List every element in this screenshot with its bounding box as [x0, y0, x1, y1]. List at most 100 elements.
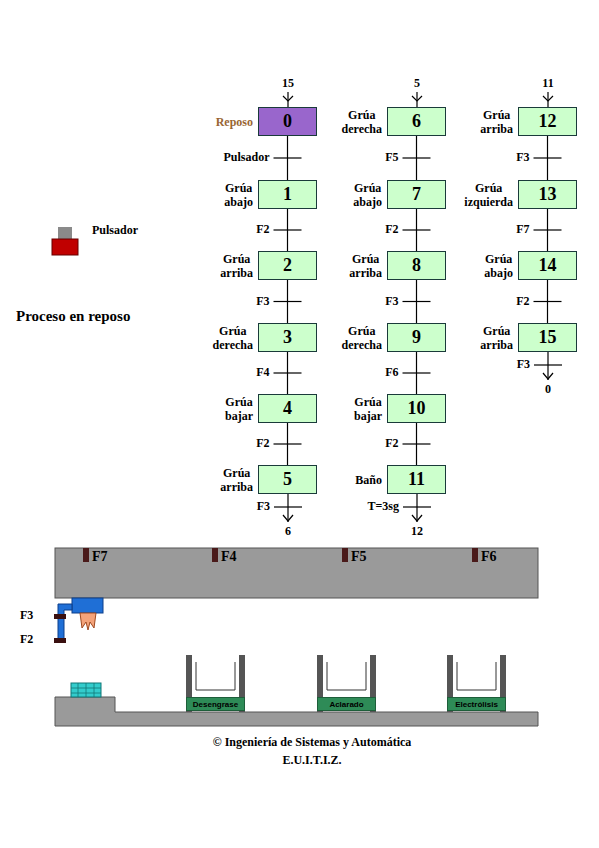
grafcet-step: Baño11 [387, 465, 446, 494]
step-action: Grúa abajo [353, 181, 382, 209]
copyright: © Ingeniería de Sistemas y Automática [213, 736, 412, 749]
jump-number: 0 [545, 383, 551, 396]
transition-link [403, 136, 431, 180]
transition-link [534, 209, 562, 251]
step-action: Grúa arriba [220, 252, 253, 280]
step-action: Grúa derecha [213, 324, 253, 352]
grafcet-step: Grúa abajo14 [518, 251, 577, 280]
grafcet-step: Grúa derecha6 [387, 107, 446, 136]
grafcet-step: Grúa abajo1 [258, 180, 317, 209]
transition-condition: F2 [256, 223, 269, 236]
step-number: 11 [408, 469, 425, 490]
transition-link [274, 280, 302, 323]
transition-link [403, 209, 431, 251]
grafcet-step: Grúa izquierda13 [518, 180, 577, 209]
crane-rail [55, 548, 538, 598]
button-label: Pulsador [92, 224, 138, 237]
step-number: 2 [283, 255, 292, 276]
tank-plate: Electrólisis [447, 697, 506, 711]
transition-link [274, 352, 302, 394]
transition-condition: F3 [257, 500, 270, 513]
step-action: Grúa derecha [342, 324, 382, 352]
jump-number: 5 [414, 77, 420, 90]
floor [55, 683, 538, 726]
copyright: E.U.I.T.I.Z. [282, 754, 341, 767]
grafcet-step: Reposo0 [258, 107, 317, 136]
step-number: 0 [283, 111, 292, 132]
step-number: 7 [412, 184, 421, 205]
transition-link [534, 136, 562, 180]
step-number: 3 [283, 327, 292, 348]
grafcet-step: Grúa arriba8 [387, 251, 446, 280]
step-action: Grúa abajo [484, 252, 513, 280]
grafcet-step: Grúa bajar4 [258, 394, 317, 423]
jump-number: 12 [411, 525, 423, 538]
step-action: Grúa abajo [224, 181, 253, 209]
step-number: 13 [539, 184, 557, 205]
step-action: Grúa derecha [342, 108, 382, 136]
step-action: Reposo [216, 115, 253, 129]
grafcet-step: Grúa arriba5 [258, 465, 317, 494]
step-number: 1 [283, 184, 292, 205]
tanks [186, 655, 506, 712]
transition-condition: F3 [256, 295, 269, 308]
transition-link [274, 423, 302, 465]
transition-condition: F2 [256, 437, 269, 450]
step-action: Grúa bajar [225, 395, 253, 423]
transition-condition: F6 [385, 366, 398, 379]
step-number: 12 [539, 111, 557, 132]
step-number: 4 [283, 398, 292, 419]
grafcet-step: Grúa derecha9 [387, 323, 446, 352]
tank-name: Desengrase [191, 700, 240, 709]
transition-link [403, 280, 431, 323]
tank-name: Aclarado [327, 700, 365, 709]
transition-condition: F2 [516, 295, 529, 308]
grafcet-step: Grúa derecha3 [258, 323, 317, 352]
sensor-name: F4 [221, 549, 237, 564]
grafcet-step: Grúa arriba15 [518, 323, 577, 352]
step-action: Grúa izquierda [464, 181, 513, 209]
transition-condition: F2 [385, 437, 398, 450]
sensor-name: F6 [481, 549, 497, 564]
transition-link [274, 136, 302, 180]
step-number: 6 [412, 111, 421, 132]
crane [54, 598, 103, 643]
transition-condition: F4 [256, 366, 269, 379]
transition-condition: F3 [385, 295, 398, 308]
transition-condition: F3 [517, 358, 530, 371]
status-text: Proceso en reposo [16, 308, 130, 325]
sensor-name: F2 [20, 633, 33, 646]
grafcet-step: Grúa bajar10 [387, 394, 446, 423]
step-number: 10 [408, 398, 426, 419]
step-action: Grúa arriba [349, 252, 382, 280]
sensor-name: F7 [92, 549, 108, 564]
step-number: 9 [412, 327, 421, 348]
transition-condition: T=3sg [367, 500, 399, 513]
step-number: 5 [283, 469, 292, 490]
grafcet-step: Grúa arriba2 [258, 251, 317, 280]
sensor-name: F3 [20, 609, 33, 622]
transition-condition: F7 [516, 223, 529, 236]
tank-name: Electrólisis [453, 700, 500, 709]
transition-link [534, 280, 562, 323]
transition-condition: F5 [385, 151, 398, 164]
sensor-name: F5 [351, 549, 367, 564]
transition-condition: Pulsador [223, 151, 269, 164]
tank-inner [196, 662, 496, 690]
step-number: 8 [412, 255, 421, 276]
step-number: 15 [539, 327, 557, 348]
jump-number: 6 [285, 525, 291, 538]
jump-number: 15 [282, 77, 294, 90]
step-action: Grúa arriba [480, 108, 513, 136]
transition-condition: F2 [385, 223, 398, 236]
step-number: 14 [539, 255, 557, 276]
transition-link [403, 423, 431, 465]
transition-link [274, 209, 302, 251]
step-action: Baño [355, 473, 382, 487]
grafcet-step: Grúa abajo7 [387, 180, 446, 209]
push-button [52, 227, 78, 255]
transition-condition: F3 [516, 151, 529, 164]
step-action: Grúa bajar [354, 395, 382, 423]
jump-stubs [274, 92, 562, 522]
